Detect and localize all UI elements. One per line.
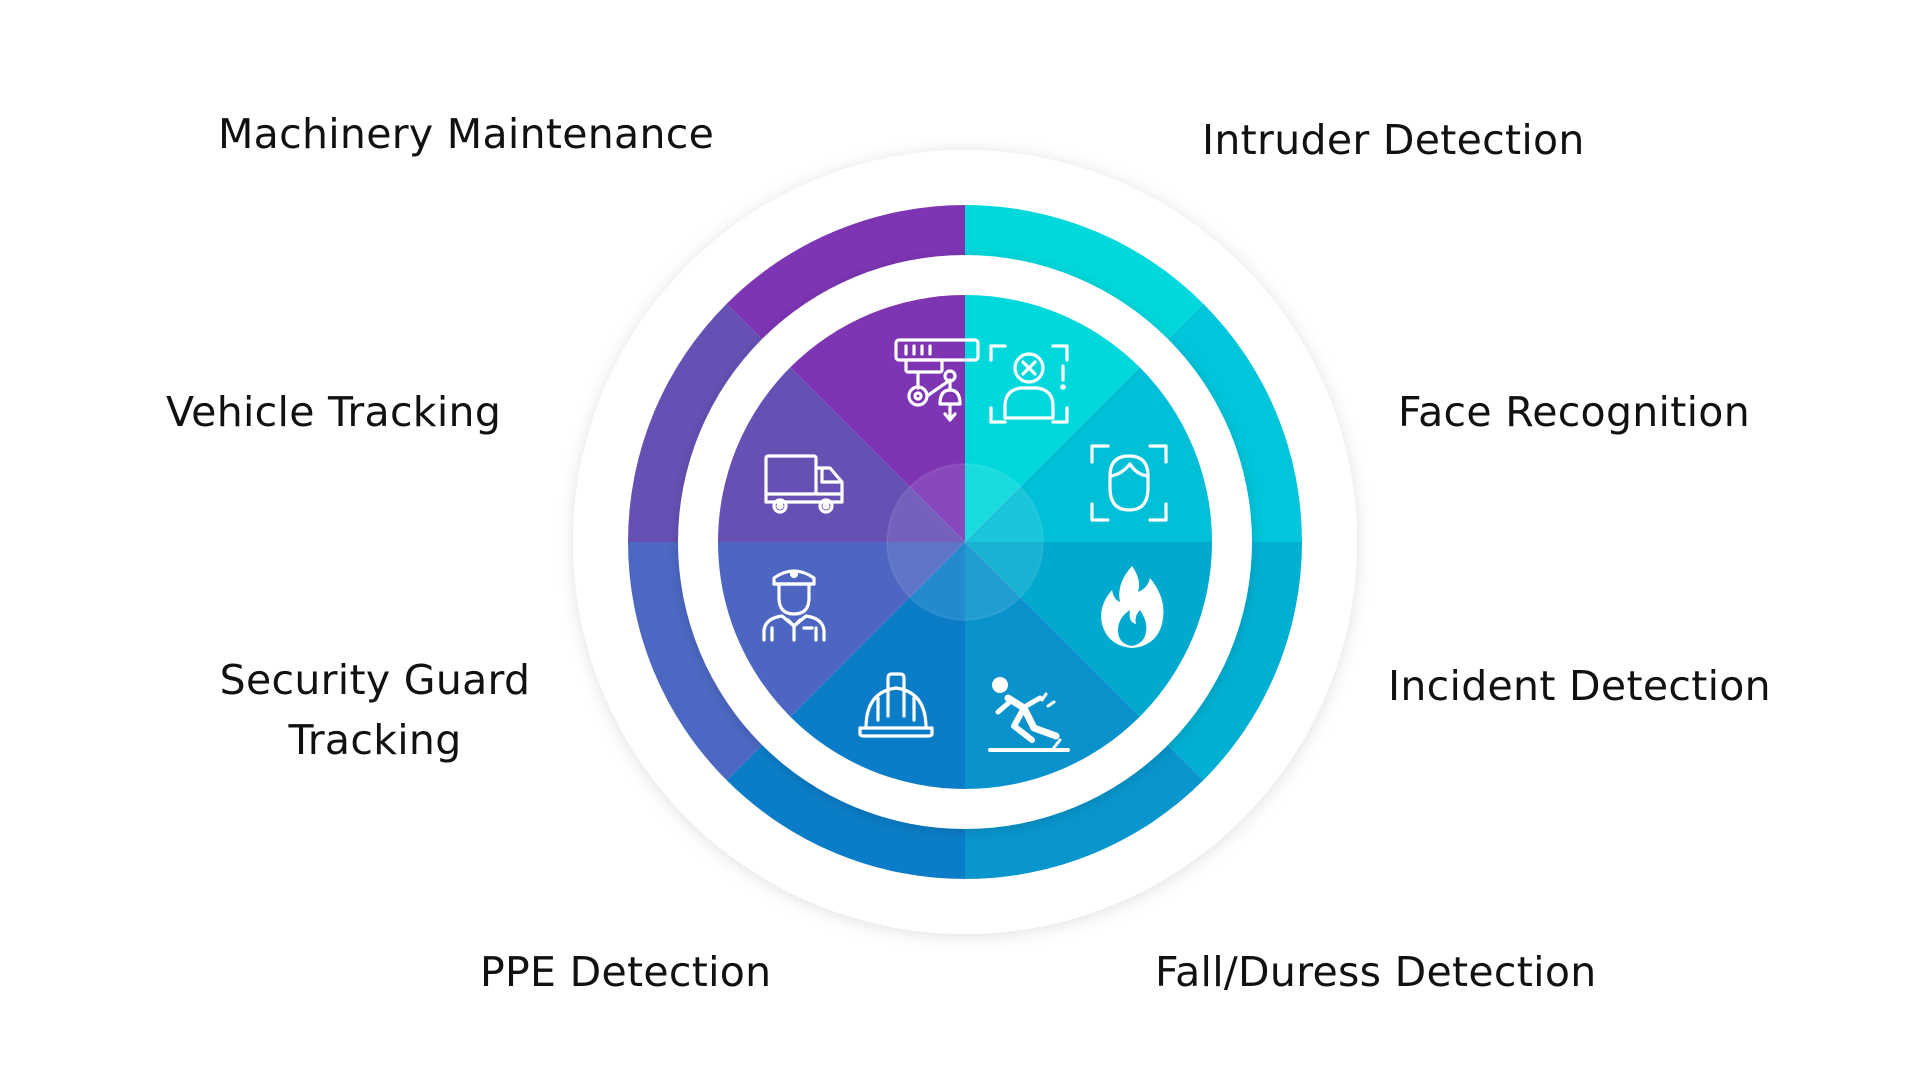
label-machinery-maintenance: Machinery Maintenance (218, 110, 715, 158)
label-incident-detection: Incident Detection (1388, 662, 1771, 710)
label-intruder-detection: Intruder Detection (1202, 116, 1585, 164)
inner-seg-vehicle (718, 367, 965, 542)
label-security-guard-line-2: Tracking (288, 716, 462, 764)
face-scan-icon (1090, 444, 1168, 522)
hard-hat-icon (858, 672, 934, 738)
label-security-guard-line-1: Security Guard (219, 656, 531, 704)
delivery-truck-icon (764, 454, 844, 514)
label-vehicle-tracking: Vehicle Tracking (166, 388, 502, 436)
security-guard-icon (762, 569, 826, 642)
label-ppe-detection: PPE Detection (480, 948, 772, 996)
label-security-guard-tracking: Security Guard Tracking (210, 650, 540, 770)
wheel-hub (886, 463, 1044, 621)
label-face-recognition: Face Recognition (1398, 388, 1750, 436)
intruder-face-scan-icon (989, 344, 1069, 424)
label-fall-duress-detection: Fall/Duress Detection (1155, 948, 1597, 996)
inner-seg-fall (965, 542, 1140, 790)
inner-seg-machinery (790, 294, 965, 542)
person-falling-icon (988, 677, 1070, 752)
robotic-arm-icon (894, 338, 980, 422)
fire-icon (1101, 566, 1164, 648)
inner-seg-face (965, 367, 1212, 542)
